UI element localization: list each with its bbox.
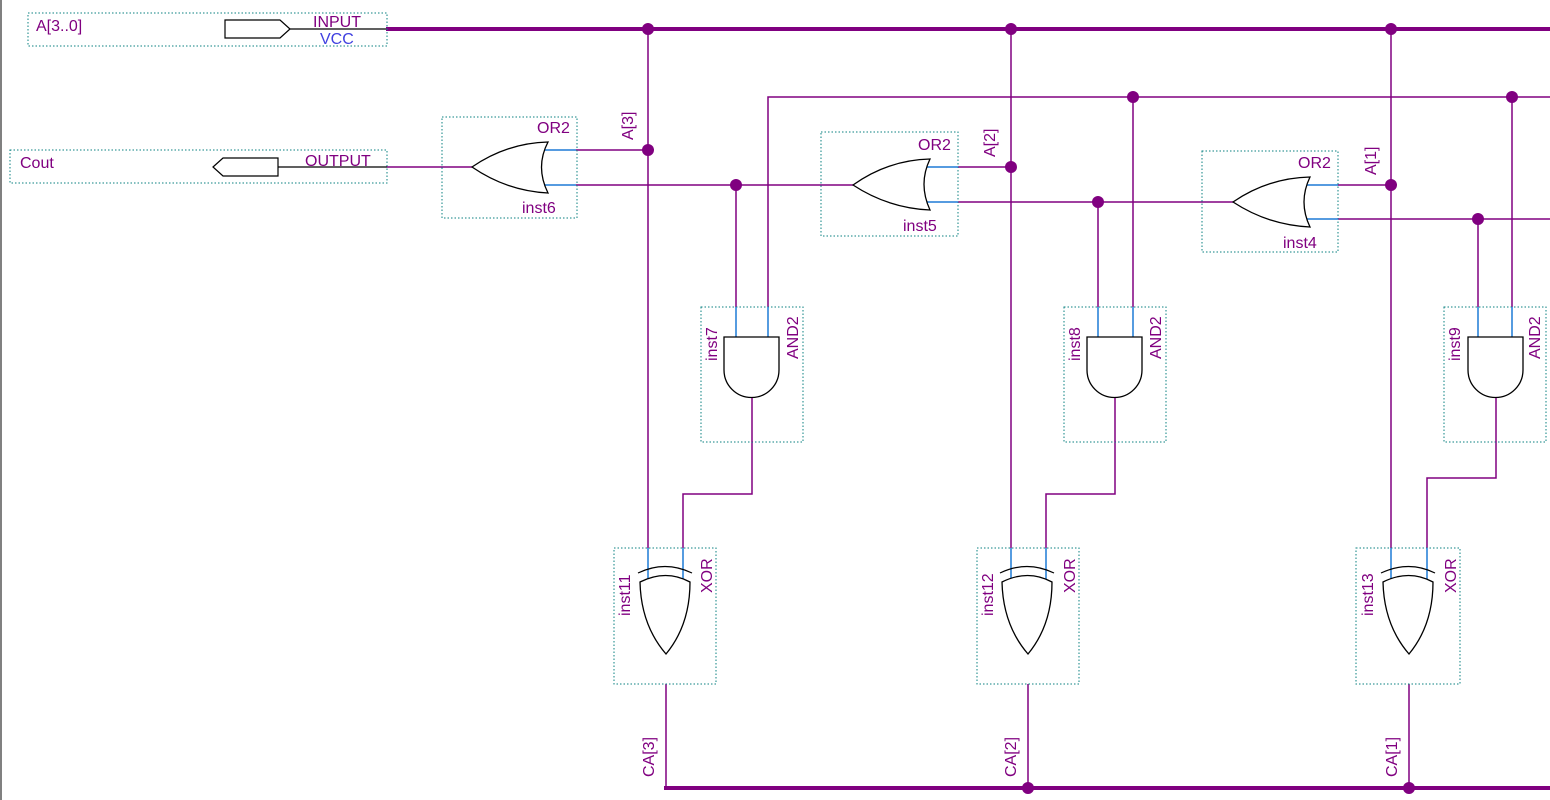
input-port-a[interactable]: A[3..0] INPUT VCC xyxy=(27,12,388,48)
and-gate-inst9[interactable]: inst9 AND2 xyxy=(1443,306,1547,443)
and-gate-inst-label: inst8 xyxy=(1067,327,1084,361)
and-gate-type: AND2 xyxy=(1527,316,1544,359)
output-port-kind: OUTPUT xyxy=(305,153,371,170)
input-port-name: A[3..0] xyxy=(36,18,82,35)
signal-label-a2: A[2] xyxy=(982,129,999,157)
or-gate-inst6[interactable]: OR2 inst6 xyxy=(441,116,578,219)
or-gate-inst4[interactable]: OR2 inst4 xyxy=(1201,150,1339,253)
xor-gate-inst-label: inst13 xyxy=(1360,573,1377,616)
output-port-name: Cout xyxy=(20,155,54,172)
xor-gate-inst11[interactable]: inst11 XOR xyxy=(613,547,717,685)
output-port-cout[interactable]: Cout OUTPUT xyxy=(9,149,388,184)
xor-gate-inst-label: inst11 xyxy=(617,574,634,616)
and-gate-inst-label: inst9 xyxy=(1447,327,1464,361)
signal-label-ca3: CA[3] xyxy=(641,737,658,777)
or-gate-type: OR2 xyxy=(918,137,951,154)
wires xyxy=(387,29,1550,788)
signal-label-ca2: CA[2] xyxy=(1003,737,1020,777)
input-port-default: VCC xyxy=(320,31,354,48)
signal-label-a1: A[1] xyxy=(1363,147,1380,175)
xor-gate-inst13[interactable]: inst13 XOR xyxy=(1355,547,1461,685)
junctions xyxy=(642,23,1518,794)
or-gate-inst5[interactable]: OR2 inst5 xyxy=(820,131,959,237)
and-gate-inst8[interactable]: inst8 AND2 xyxy=(1063,306,1167,443)
xor-gate-inst-label: inst12 xyxy=(980,573,997,616)
xor-gate-type: XOR xyxy=(699,558,716,593)
xor-gate-type: XOR xyxy=(1443,558,1460,593)
signal-label-a3: A[3] xyxy=(620,112,637,140)
and-gate-inst7[interactable]: inst7 AND2 xyxy=(700,306,804,443)
signal-label-ca1: CA[1] xyxy=(1384,737,1401,777)
and-gate-type: AND2 xyxy=(1148,316,1165,359)
and-gate-inst-label: inst7 xyxy=(704,327,721,361)
or-gate-inst-label: inst4 xyxy=(1283,235,1317,252)
or-gate-type: OR2 xyxy=(537,120,570,137)
or-gate-inst-label: inst5 xyxy=(903,218,937,235)
or-gate-inst-label: inst6 xyxy=(522,200,556,217)
or-gate-type: OR2 xyxy=(1298,155,1331,172)
input-port-kind: INPUT xyxy=(313,14,361,31)
xor-gate-inst12[interactable]: inst12 XOR xyxy=(976,547,1080,685)
xor-gate-type: XOR xyxy=(1062,558,1079,593)
and-gate-type: AND2 xyxy=(785,316,802,359)
